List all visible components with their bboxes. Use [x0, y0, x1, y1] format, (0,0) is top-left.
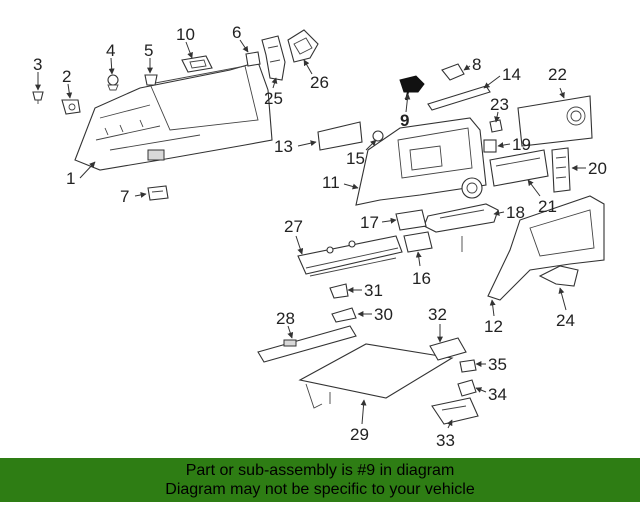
part-24-trim [538, 265, 579, 287]
part-6-bracket [245, 51, 261, 67]
callout-29: 29 [350, 425, 369, 444]
callout-20: 20 [588, 159, 607, 178]
part-30-cover [331, 307, 357, 323]
footer-line-2: Diagram may not be specific to your vehi… [165, 481, 475, 498]
part-25-bracket [261, 35, 286, 81]
callout-32: 32 [428, 305, 447, 324]
part-7-cover [147, 185, 169, 201]
callout-23: 23 [490, 95, 509, 114]
callout-28: 28 [276, 309, 295, 328]
callout-24: 24 [556, 311, 575, 330]
callout-26: 26 [310, 73, 329, 92]
callout-19: 19 [512, 135, 531, 154]
callout-18: 18 [506, 203, 525, 222]
part-14-strip [427, 85, 491, 111]
part-31-clip [329, 283, 349, 299]
part-11-quarter-panel [355, 117, 487, 206]
part-18-tray [423, 177, 499, 233]
callout-25: 25 [264, 89, 283, 108]
callout-1: 1 [66, 169, 75, 188]
callout-35: 35 [488, 355, 507, 374]
callout-4: 4 [106, 41, 115, 60]
part-19-cover [483, 139, 497, 153]
callout-22: 22 [548, 65, 567, 84]
part-22-speaker-panel [517, 95, 593, 147]
callout-34: 34 [488, 385, 507, 404]
part-13-garnish [317, 121, 363, 151]
part-21-trim [489, 149, 549, 187]
callout-9: 9 [400, 111, 409, 130]
footer-line-1: Part or sub-assembly is #9 in diagram [185, 462, 455, 479]
part-29-floor-mat [298, 343, 454, 409]
callout-15: 15 [346, 149, 365, 168]
part-17-box [395, 209, 427, 231]
part-9-highlighted [399, 75, 425, 101]
callout-13: 13 [274, 137, 293, 156]
callout-3: 3 [33, 55, 42, 74]
callout-17: 17 [360, 213, 379, 232]
callout-21: 21 [538, 197, 557, 216]
callout-33: 33 [436, 431, 455, 450]
part-3-clip [32, 91, 44, 104]
part-4-clip [107, 74, 119, 91]
callout-8: 8 [472, 55, 481, 74]
callout-30: 30 [374, 305, 393, 324]
part-15-clip [372, 130, 384, 142]
callout-5: 5 [144, 41, 153, 60]
part-2-clip [61, 99, 81, 115]
part-1-quarter-trim-panel [74, 61, 273, 171]
callout-2: 2 [62, 67, 71, 86]
callout-6: 6 [232, 23, 241, 42]
leader-lines [35, 39, 586, 429]
part-16-box [403, 231, 463, 253]
part-26-cover [287, 29, 319, 63]
parts-diagram: 1 2 3 4 5 6 7 8 9 10 11 12 13 14 15 16 1… [32, 23, 607, 450]
part-12-quarter-trim [487, 195, 605, 301]
footer-banner: Part or sub-assembly is #9 in diagram Di… [0, 458, 640, 502]
part-27-tonneau-cover [297, 235, 403, 277]
callout-12: 12 [484, 317, 503, 336]
part-10-handle [181, 55, 213, 73]
callout-7: 7 [120, 187, 129, 206]
callout-31: 31 [364, 281, 383, 300]
callout-labels: 1 2 3 4 5 6 7 8 9 10 11 12 13 14 15 16 1… [33, 23, 607, 450]
callout-10: 10 [176, 25, 195, 44]
callout-14: 14 [502, 65, 521, 84]
part-8-clip [441, 63, 465, 81]
part-20-rail [551, 147, 571, 193]
callout-11: 11 [322, 173, 340, 192]
part-34-clip [457, 379, 477, 397]
part-33-handle [431, 397, 479, 425]
callout-16: 16 [412, 269, 431, 288]
part-28-board [257, 325, 357, 363]
part-32-plate [429, 337, 467, 361]
part-5-clip [144, 74, 158, 86]
part-35-clip [459, 359, 477, 373]
callout-27: 27 [284, 217, 303, 236]
